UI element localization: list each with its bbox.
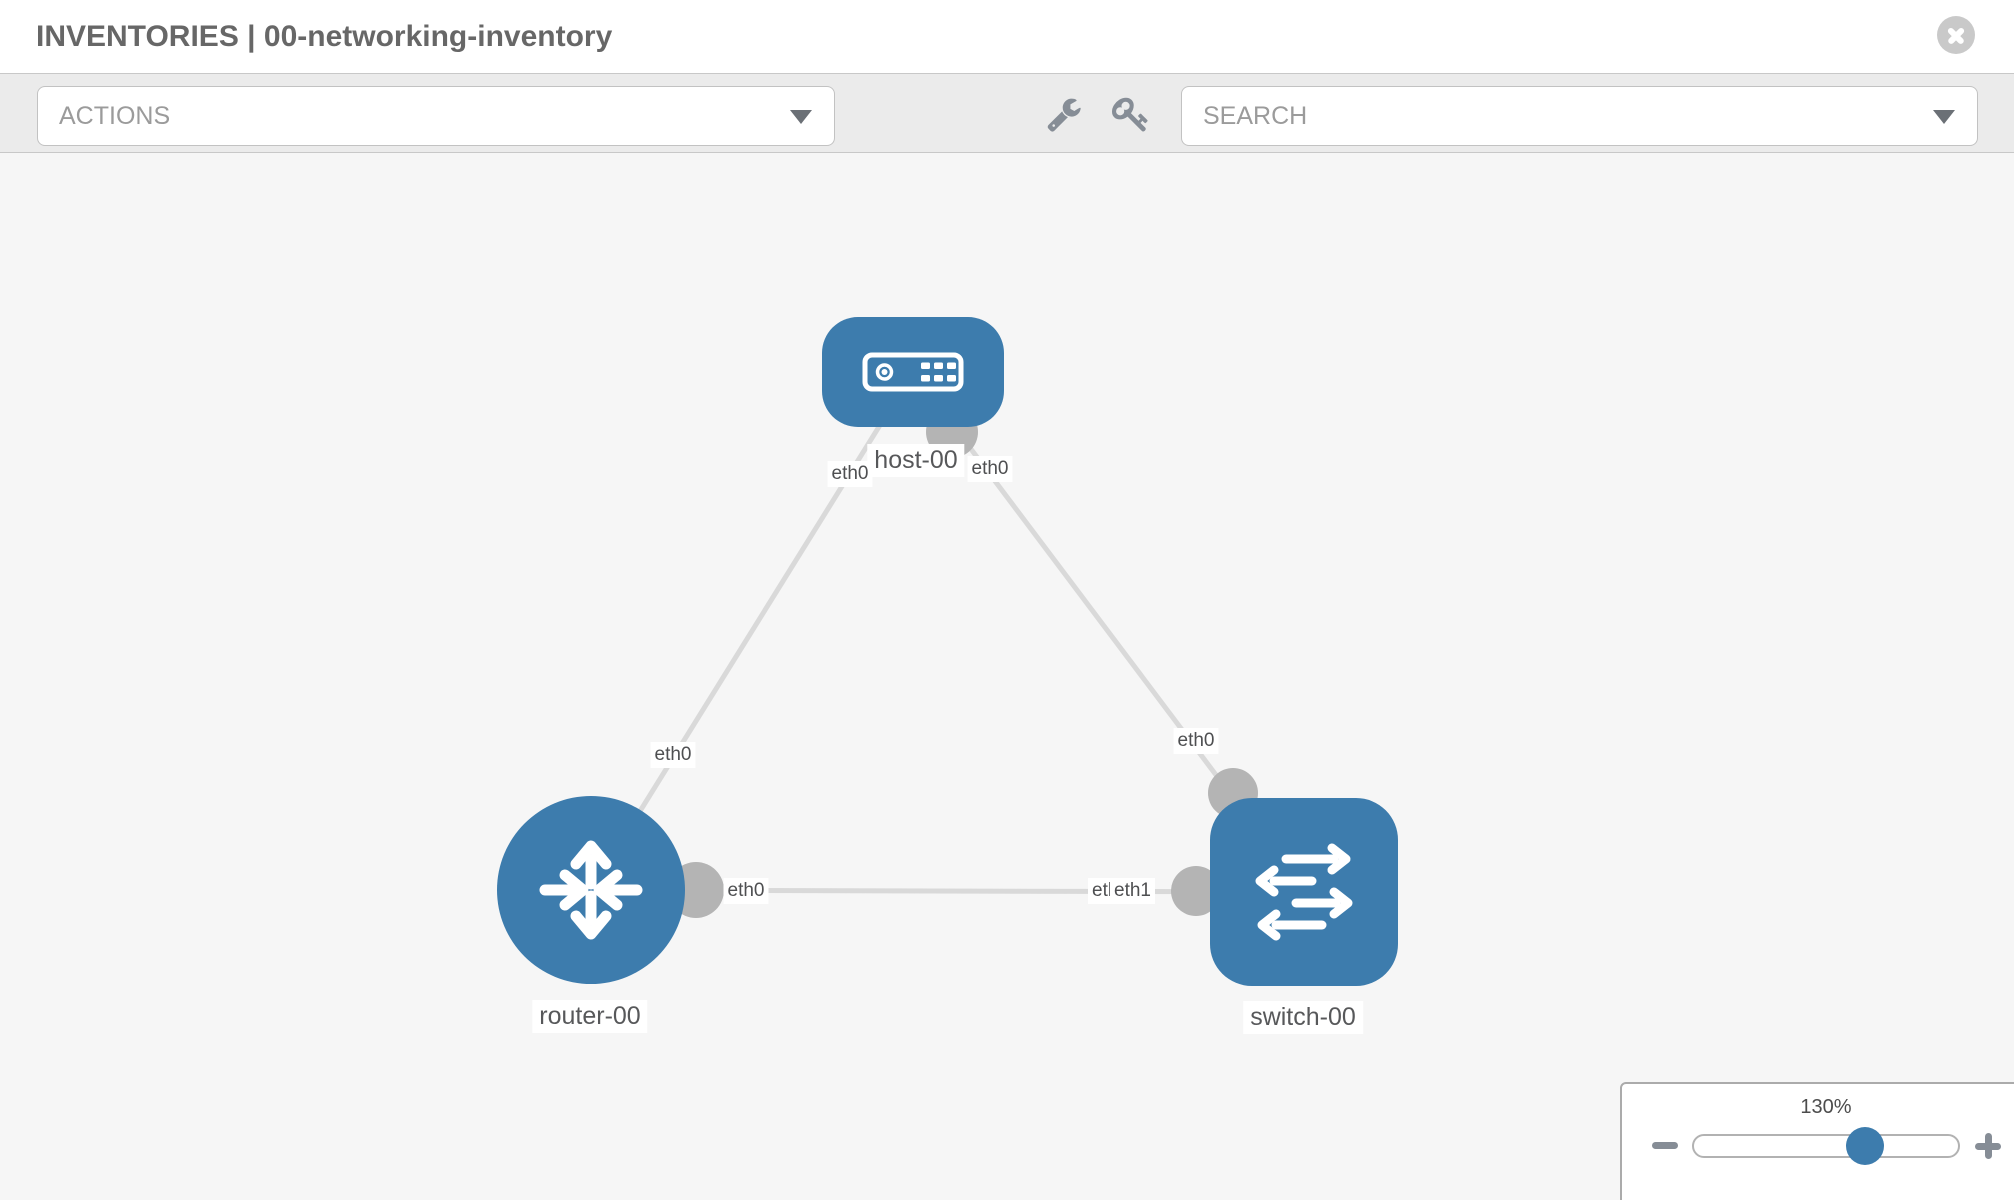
zoom-slider-thumb[interactable]: [1846, 1127, 1884, 1165]
interface-dot[interactable]: [1171, 866, 1221, 916]
node-label-switch: switch-00: [1243, 1001, 1363, 1034]
router-icon: [539, 840, 643, 940]
search-dropdown[interactable]: SEARCH: [1181, 86, 1978, 146]
eth-label: eth0: [650, 742, 696, 768]
chevron-down-icon: [790, 110, 812, 124]
wrench-icon: [1046, 96, 1086, 132]
interface-dots: [668, 406, 1258, 918]
eth-label: eth0: [967, 456, 1013, 482]
actions-dropdown-label: ACTIONS: [59, 101, 171, 130]
switch-icon: [1255, 843, 1353, 941]
eth-label: eth0: [723, 878, 769, 904]
close-button[interactable]: [1937, 16, 1975, 54]
eth-label: eth0: [1173, 728, 1219, 754]
node-switch-00[interactable]: [1210, 798, 1398, 986]
zoom-level: 130%: [1800, 1096, 1852, 1118]
toolbar: ACTIONS SEARCH: [0, 73, 2014, 153]
key-icon: [1112, 95, 1152, 133]
zoom-slider-track[interactable]: [1692, 1134, 1960, 1158]
topology-canvas[interactable]: host-00 router-00 switch-00 eth0 eth0 et…: [0, 153, 2014, 1200]
zoom-out-button[interactable]: [1652, 1142, 1678, 1149]
eth-label: eth0: [827, 461, 873, 487]
host-icon: [862, 352, 964, 392]
credentials-button[interactable]: [1112, 94, 1152, 134]
actions-dropdown[interactable]: ACTIONS: [37, 86, 835, 146]
eth-label: eth1: [1110, 878, 1155, 904]
search-dropdown-label: SEARCH: [1203, 101, 1308, 130]
zoom-widget: 130%: [1620, 1082, 2014, 1200]
zoom-in-button[interactable]: [1975, 1133, 2001, 1159]
page-title: INVENTORIES | 00-networking-inventory: [36, 19, 613, 53]
chevron-down-icon: [1933, 110, 1955, 124]
node-router-00[interactable]: [497, 796, 685, 984]
node-label-host: host-00: [867, 444, 965, 477]
close-icon: [1937, 16, 1975, 54]
node-label-router: router-00: [532, 1000, 648, 1033]
node-host-00[interactable]: [822, 317, 1004, 427]
configure-button[interactable]: [1046, 94, 1086, 134]
title-bar: INVENTORIES | 00-networking-inventory: [0, 0, 2014, 73]
plus-icon: [1984, 1133, 1992, 1159]
link-router-host[interactable]: [588, 370, 916, 892]
